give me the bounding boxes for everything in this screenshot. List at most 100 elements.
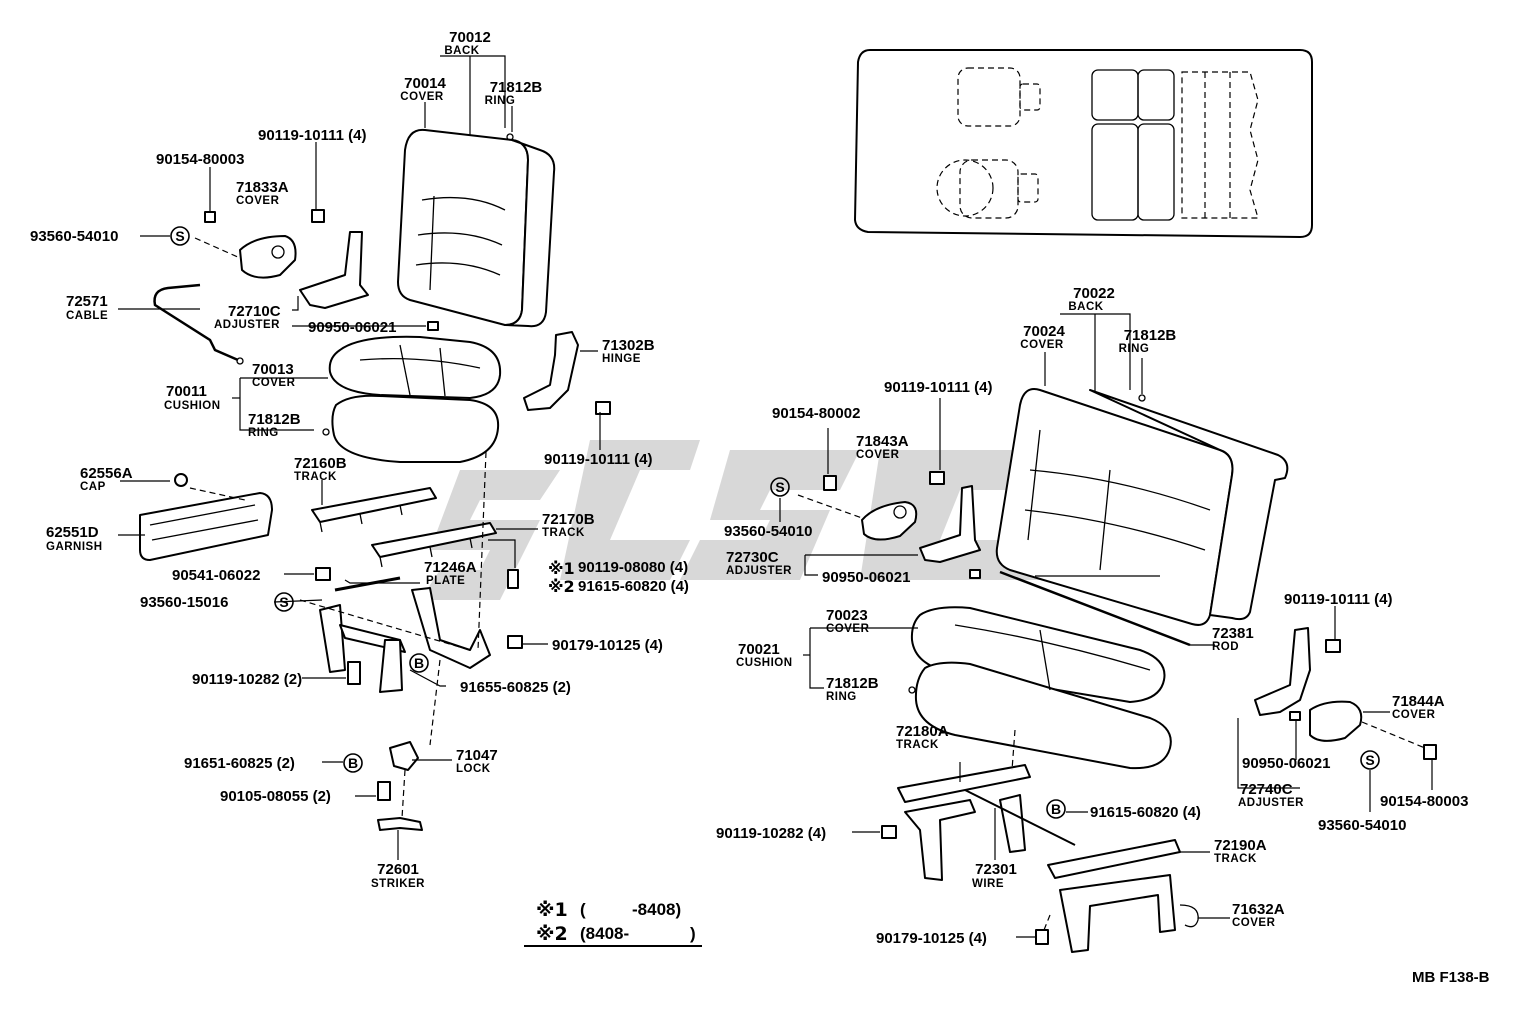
desc-72190a: TRACK: [1214, 853, 1257, 865]
desc-71812b-rear-back: RING: [1119, 343, 1150, 355]
label-72730c: 72730C: [726, 549, 779, 566]
label-70022: 70022: [1073, 285, 1115, 302]
label-91651-60825: 91651-60825 (2): [184, 755, 295, 772]
legend-range-1-value: -8408): [632, 900, 681, 919]
label-62551d: 62551D: [46, 524, 99, 541]
svg-text:B: B: [348, 755, 358, 771]
label-70013: 70013: [252, 361, 294, 378]
label-70012: 70012: [449, 29, 491, 46]
desc-71844a: COVER: [1392, 709, 1436, 721]
front-seat-back: [397, 128, 556, 328]
desc-70012: BACK: [444, 45, 479, 57]
label-71833a: 71833A: [236, 179, 289, 196]
desc-72160b: TRACK: [294, 471, 337, 483]
label-90154-80003-rear: 90154-80003: [1380, 793, 1468, 810]
desc-71812b-rear-cushion: RING: [826, 691, 857, 703]
desc-71812b-front-cushion: RING: [248, 427, 279, 439]
desc-70014: COVER: [400, 91, 444, 103]
label-91655-60825: 91655-60825 (2): [460, 679, 571, 696]
legend-range-2-value: (8408-: [580, 924, 629, 943]
desc-70024: COVER: [1020, 339, 1064, 351]
label-90950-06021-rear-right: 90950-06021: [1242, 755, 1330, 772]
label-71047: 71047: [456, 747, 498, 764]
desc-71843a: COVER: [856, 449, 900, 461]
rear-seat-hardware: [797, 394, 1437, 953]
rear-seat-cushion: [910, 606, 1172, 770]
b-marker-front-bracket: B: [409, 653, 429, 673]
desc-71047: LOCK: [456, 763, 491, 775]
label-93560-54010-rear: 93560-54010: [724, 523, 812, 540]
label-90950-06021-front: 90950-06021: [308, 319, 396, 336]
label-62556a: 62556A: [80, 465, 133, 482]
label-71812b-rear-cushion: 71812B: [826, 675, 879, 692]
label-90119-10282-rear: 90119-10282 (4): [716, 825, 826, 842]
mark-2-front: ※2: [548, 577, 575, 596]
svg-text:S: S: [775, 479, 784, 495]
desc-70023: COVER: [826, 623, 870, 635]
desc-71812b-front-back: RING: [485, 95, 516, 107]
svg-text:S: S: [1365, 752, 1374, 768]
legend-range-1-open: (: [580, 900, 586, 919]
label-93560-54010-front: 93560-54010: [30, 228, 118, 245]
desc-70021: CUSHION: [736, 657, 793, 669]
label-91615-60820-front: 91615-60820 (4): [578, 578, 689, 595]
s-marker-rear-cover-right: S: [1360, 750, 1380, 770]
svg-text:S: S: [175, 228, 184, 244]
desc-70022: BACK: [1068, 301, 1103, 313]
label-90119-10111-rear-right: 90119-10111 (4): [1284, 591, 1392, 608]
label-90154-80002: 90154-80002: [772, 405, 860, 422]
desc-70013: COVER: [252, 377, 296, 389]
label-90105-08055: 90105-08055 (2): [220, 788, 331, 805]
rear-seat-back: [995, 388, 1289, 626]
svg-text:B: B: [1051, 801, 1061, 817]
label-90119-10111-rear: 90119-10111 (4): [884, 379, 992, 396]
label-70023: 70023: [826, 607, 868, 624]
label-91615-60820-rear: 91615-60820 (4): [1090, 804, 1201, 821]
desc-72301: WIRE: [972, 878, 1004, 890]
desc-72180a: TRACK: [896, 739, 939, 751]
desc-62556a: CAP: [80, 481, 106, 493]
desc-72710c: ADJUSTER: [214, 319, 280, 331]
label-72170b: 72170B: [542, 511, 595, 528]
label-71812b-rear-back: 71812B: [1124, 327, 1177, 344]
desc-70011: CUSHION: [164, 400, 221, 412]
desc-72740c: ADJUSTER: [1238, 797, 1304, 809]
desc-72730c: ADJUSTER: [726, 565, 792, 577]
label-72710c: 72710C: [228, 303, 281, 320]
front-seat-hardware: [139, 133, 611, 831]
label-71843a: 71843A: [856, 433, 909, 450]
desc-72381: ROD: [1212, 641, 1239, 653]
desc-62551d: GARNISH: [46, 541, 103, 553]
label-90541-06022: 90541-06022: [172, 567, 260, 584]
desc-71302b: HINGE: [602, 353, 641, 365]
legend-range-2-close: ): [690, 924, 696, 943]
label-71812b-front-cushion: 71812B: [248, 411, 301, 428]
svg-text:B: B: [414, 655, 424, 671]
label-71844a: 71844A: [1392, 693, 1445, 710]
label-72740c: 72740C: [1240, 781, 1293, 798]
desc-71833a: COVER: [236, 195, 280, 207]
desc-72601: STRIKER: [371, 878, 425, 890]
label-70011: 70011: [166, 383, 207, 400]
label-90179-10125-front: 90179-10125 (4): [552, 637, 663, 654]
label-90119-10111-hinge: 90119-10111 (4): [544, 451, 652, 468]
front-seat-cushion: [328, 335, 502, 463]
label-90154-80003-front: 90154-80003: [156, 151, 244, 168]
diagram-code: MB F138-B: [1412, 969, 1490, 986]
serial-range-legend: ※1 ( -8408) ※2 (8408- ): [524, 899, 702, 947]
label-90179-10125-rear: 90179-10125 (4): [876, 930, 987, 947]
label-70014: 70014: [404, 75, 446, 92]
label-72601: 72601: [377, 861, 419, 878]
desc-71246a: PLATE: [426, 575, 465, 587]
label-71302b: 71302B: [602, 337, 655, 354]
label-90119-10282-front: 90119-10282 (2): [192, 671, 302, 688]
b-marker-front-lock: B: [343, 753, 363, 773]
s-marker-rear-cover: S: [770, 477, 790, 497]
desc-72571: CABLE: [66, 310, 108, 322]
label-70021: 70021: [738, 641, 780, 658]
desc-72170b: TRACK: [542, 527, 585, 539]
label-72190a: 72190A: [1214, 837, 1267, 854]
label-72381: 72381: [1212, 625, 1254, 642]
label-93560-54010-rear-right: 93560-54010: [1318, 817, 1406, 834]
